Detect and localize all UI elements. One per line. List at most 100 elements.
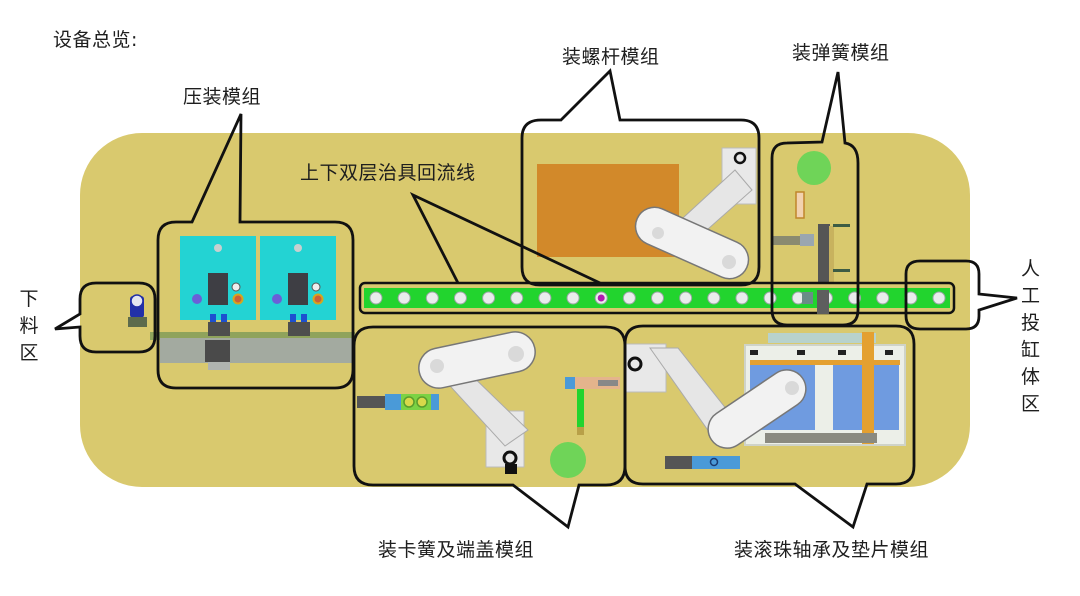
unload-label-char: 料 xyxy=(19,315,39,337)
clip-feeder-blue xyxy=(385,394,402,410)
press-base-rail xyxy=(150,332,355,340)
press-carriage xyxy=(205,340,230,362)
conveyor-hole xyxy=(510,291,524,305)
press-module-label: 压装模组 xyxy=(183,86,262,108)
press-clamp-blue xyxy=(290,314,296,322)
press-button-blue xyxy=(192,294,202,304)
screw-robot-mount xyxy=(733,151,747,165)
cap-feeder-rod xyxy=(598,380,618,386)
unload-callout xyxy=(54,281,157,354)
manual-area-label: 人工 投缸 体区 xyxy=(1021,256,1069,418)
press-block xyxy=(288,322,310,336)
spring-tube xyxy=(795,191,805,219)
clip-feeder-body xyxy=(357,396,391,408)
conveyor-hole xyxy=(932,291,946,305)
clip-cap-module-equipment xyxy=(357,331,620,478)
bearing-feeder-blue xyxy=(692,456,740,469)
cap-feeder-tip xyxy=(577,427,584,435)
clip-cap-module-label: 装卡簧及端盖模组 xyxy=(378,539,535,561)
cap-feeder-blue xyxy=(565,377,575,389)
bearing-shim-module-label: 装滚珠轴承及垫片模组 xyxy=(734,539,930,561)
manual-label-line: 投缸 xyxy=(1021,312,1047,361)
conveyor-hole xyxy=(679,291,693,305)
press-cylinder xyxy=(208,273,228,305)
bearing-robot-arm-lower xyxy=(707,369,807,449)
page-title: 设备总览: xyxy=(53,29,138,51)
conveyor-hole xyxy=(425,291,439,305)
manual-label-line: 体区 xyxy=(1021,366,1047,415)
bearing-tray-top-rail xyxy=(768,333,876,343)
bearing-robot-mount xyxy=(627,356,643,372)
press-knob xyxy=(231,282,241,292)
clip-robot-tool xyxy=(508,346,524,362)
bearing-orange-rail-v xyxy=(862,332,874,444)
unload-equipment xyxy=(128,294,147,327)
conveyor-hole xyxy=(876,291,890,305)
screw-robot-arm-lower xyxy=(634,206,750,280)
clip-feeder-end xyxy=(431,394,439,410)
unload-label-char: 下 xyxy=(19,288,39,310)
press-callout xyxy=(156,113,355,390)
cap-feeder-dot xyxy=(550,442,586,478)
press-button-blue xyxy=(272,294,282,304)
conveyor-label: 上下双层治具回流线 xyxy=(300,162,476,184)
callouts xyxy=(54,68,1018,530)
clip-part xyxy=(416,396,428,408)
conveyor-hole xyxy=(707,291,721,305)
conveyor-hole xyxy=(763,291,777,305)
screw-robot-tool xyxy=(722,255,736,269)
clip-robot-joint xyxy=(430,359,444,373)
press-module-equipment xyxy=(150,236,355,370)
conveyor-hole xyxy=(453,291,467,305)
screw-module-label: 装螺杆模组 xyxy=(562,46,660,68)
bearing-clamp xyxy=(885,350,893,355)
press-button-red xyxy=(312,293,324,305)
conveyor-hole xyxy=(369,291,383,305)
spring-module-equipment xyxy=(773,151,850,314)
conveyor-hole xyxy=(735,291,749,305)
manual-label-line: 人工 xyxy=(1021,258,1047,307)
bearing-clamp xyxy=(797,350,805,355)
press-button-red xyxy=(232,293,244,305)
press-carriage-foot xyxy=(208,362,230,370)
screw-callout xyxy=(520,68,761,287)
press-clamp-blue xyxy=(301,314,307,322)
spring-actuator-rail xyxy=(829,226,834,286)
press-hole xyxy=(214,244,222,252)
press-block xyxy=(208,322,230,336)
press-slide-rail xyxy=(160,338,355,363)
press-clamp-blue xyxy=(210,314,216,322)
spring-bracket xyxy=(833,224,850,227)
spring-feeder-dot xyxy=(797,151,831,185)
conveyor-hole xyxy=(538,291,552,305)
conveyor-hole xyxy=(622,291,636,305)
screw-robot-joint xyxy=(652,227,664,239)
conveyor-pointer xyxy=(409,191,601,285)
spring-feed-arm xyxy=(773,236,813,245)
bearing-robot-tool xyxy=(785,381,799,395)
bearing-tray-bottom xyxy=(765,433,877,443)
bearing-clamp xyxy=(750,350,758,355)
spring-feed-arm-tip xyxy=(800,234,814,246)
conveyor-hole xyxy=(397,291,411,305)
bearing-orange-rail-h xyxy=(750,360,900,365)
press-knob xyxy=(311,282,321,292)
clip-robot-foot xyxy=(505,464,517,474)
spring-module-label: 装弹簧模组 xyxy=(792,42,890,64)
manual-callout xyxy=(904,259,1018,331)
bearing-feeder-body xyxy=(665,456,692,469)
spring-slider xyxy=(802,292,813,304)
unload-label-char: 区 xyxy=(19,342,39,364)
press-hole xyxy=(294,244,302,252)
press-cylinder xyxy=(288,273,308,305)
conveyor-hole xyxy=(482,291,496,305)
press-clamp-blue xyxy=(221,314,227,322)
unload-area-label: 下 料 区 xyxy=(18,286,40,367)
unload-base xyxy=(128,317,147,327)
clip-part xyxy=(403,396,415,408)
conveyor-line xyxy=(358,281,956,315)
clip-robot-arm-lower xyxy=(418,331,536,389)
bearing-shim-module-equipment xyxy=(625,332,906,469)
conveyor-hole xyxy=(651,291,664,305)
